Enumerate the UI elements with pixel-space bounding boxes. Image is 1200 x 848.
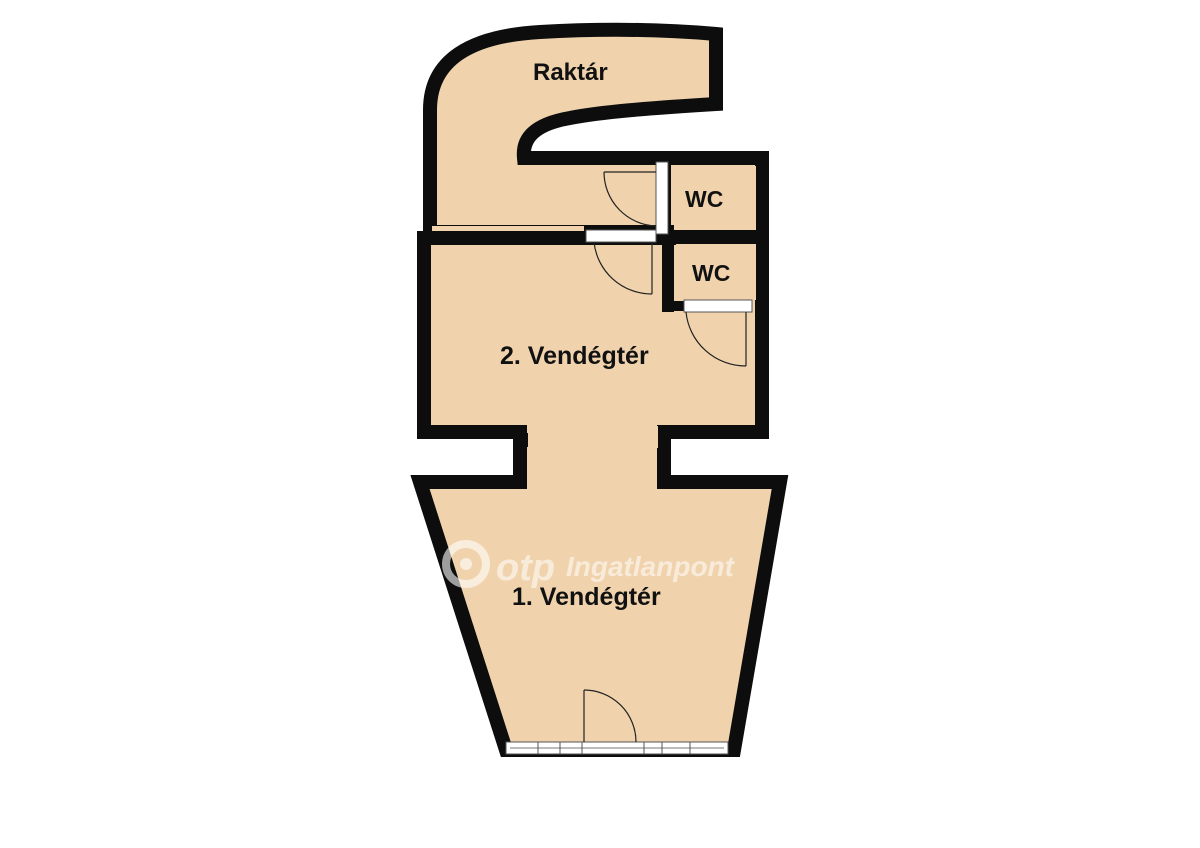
door-raktar-frame (585, 229, 657, 243)
otp-logo-icon (442, 540, 490, 588)
floor-seam-middle (528, 426, 658, 448)
door-raktar-swing (593, 241, 653, 295)
floor-plan-walls (410, 22, 789, 757)
watermark-brand: otp (496, 547, 555, 589)
door-wc-lower-frame (683, 299, 753, 313)
room-wc-lower-area (676, 244, 756, 300)
entrance-window-mullions (537, 742, 691, 754)
door-wc-lower-swing (685, 311, 747, 367)
room-wc-upper-area (674, 166, 756, 230)
watermark-suffix: Ingatlanpont (566, 551, 736, 582)
label-wc-lower: WC (692, 260, 730, 286)
label-wc-upper: WC (685, 186, 723, 212)
otp-watermark: otp Ingatlanpont (442, 540, 736, 589)
door-wc-upper-swing (603, 171, 657, 227)
door-wc-upper-frame (655, 161, 669, 235)
label-vendegter-1: 1. Vendégtér (512, 583, 661, 611)
label-vendegter-2: 2. Vendégtér (500, 342, 649, 370)
room-labels: Raktár WC WC 2. Vendégtér 1. Vendégtér (500, 59, 730, 611)
doors (505, 161, 753, 755)
label-raktar: Raktár (533, 59, 608, 86)
otp-logo-dot (460, 558, 472, 570)
entrance-door-swing (583, 689, 637, 743)
floor-seam-upper (432, 226, 584, 232)
